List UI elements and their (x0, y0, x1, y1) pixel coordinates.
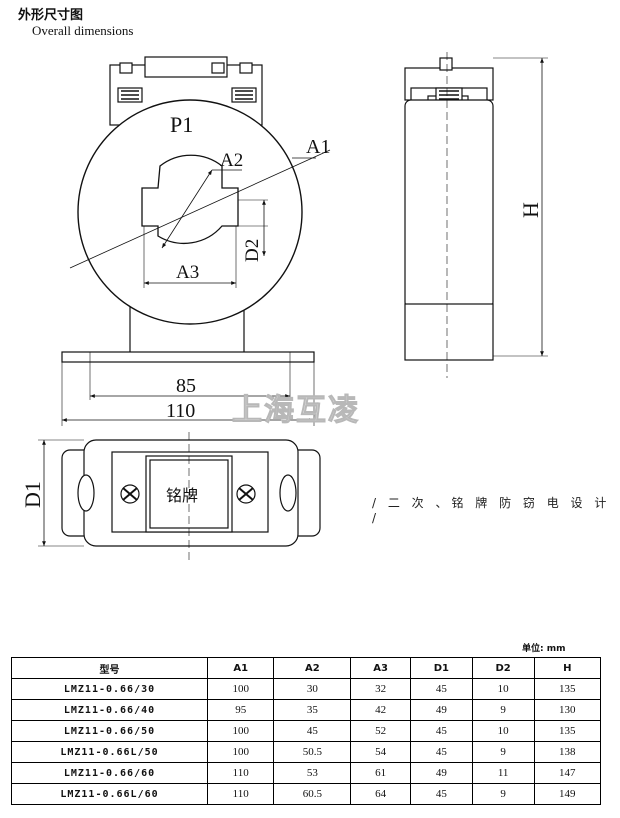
cell-d2: 10 (471, 720, 535, 742)
cell-a3: 42 (350, 699, 411, 721)
diagram-subtitle: Overall dimensions (32, 23, 134, 38)
table-row: LMZ11-0.66/30 100 30 32 45 10 135 (11, 678, 601, 700)
table-row: LMZ11-0.66L/50 100 50.5 54 45 9 138 (11, 741, 601, 763)
cell-model: LMZ11-0.66/60 (11, 762, 208, 784)
table-row: LMZ11-0.66/50 100 45 52 45 10 135 (11, 720, 601, 742)
label-p1: P1 (170, 112, 193, 137)
top-screw-right (236, 484, 256, 504)
mounting-plate (61, 351, 315, 363)
side-base (404, 303, 494, 361)
cell-h: 130 (533, 699, 601, 721)
header-d1: D1 (409, 657, 473, 679)
cell-h: 149 (533, 783, 601, 805)
cell-a1: 95 (206, 699, 275, 721)
cell-d2: 10 (471, 678, 535, 700)
cell-model: LMZ11-0.66/50 (11, 720, 208, 742)
cell-h: 135 (533, 678, 601, 700)
terminal-cover (144, 56, 228, 78)
dim-a2-line (161, 169, 213, 249)
diagram-title: 外形尺寸图 (18, 8, 84, 23)
spec-table: 型号 A1 A2 A3 D1 D2 H LMZ11-0.66/30 100 30… (11, 657, 601, 805)
table-row: LMZ11-0.66/40 95 35 42 49 9 130 (11, 699, 601, 721)
cell-d2: 9 (471, 783, 535, 805)
cell-a3: 61 (350, 762, 411, 784)
table-row: LMZ11-0.66L/60 110 60.5 64 45 9 149 (11, 783, 601, 805)
cell-a2: 35 (273, 699, 352, 721)
cell-h: 135 (533, 720, 601, 742)
cell-a1: 100 (206, 678, 275, 700)
cell-a2: 30 (273, 678, 352, 700)
side-body (404, 99, 494, 309)
cell-model: LMZ11-0.66L/60 (11, 783, 208, 805)
table-row: LMZ11-0.66/60 110 53 61 49 11 147 (11, 762, 601, 784)
cell-model: LMZ11-0.66/30 (11, 678, 208, 700)
cell-h: 138 (533, 741, 601, 763)
cell-d1: 45 (409, 720, 473, 742)
cell-d2: 9 (471, 741, 535, 763)
label-h: H (518, 202, 543, 218)
label-a1: A1 (306, 136, 330, 158)
label-width-110: 110 (166, 400, 195, 422)
cell-model: LMZ11-0.66L/50 (11, 741, 208, 763)
top-view (38, 432, 321, 564)
top-screw-left (120, 484, 140, 504)
cell-a1: 110 (206, 762, 275, 784)
label-nameplate: 铭牌 (166, 486, 198, 505)
watermark: 上海互凌 (232, 393, 360, 428)
label-width-85: 85 (176, 375, 196, 397)
cell-d1: 49 (409, 699, 473, 721)
header-a2: A2 (273, 657, 352, 679)
cell-a2: 53 (273, 762, 352, 784)
header-model: 型号 (11, 657, 208, 679)
side-view (404, 52, 548, 378)
cell-a3: 54 (350, 741, 411, 763)
cell-a3: 52 (350, 720, 411, 742)
cell-a3: 64 (350, 783, 411, 805)
cell-d2: 11 (471, 762, 535, 784)
header-d2: D2 (471, 657, 535, 679)
cell-a2: 60.5 (273, 783, 352, 805)
technical-drawing: P1 A1 A2 A3 D2 85 110 上海互凌 H (20, 52, 548, 564)
cell-d1: 49 (409, 762, 473, 784)
header-h: H (533, 657, 601, 679)
cell-a2: 45 (273, 720, 352, 742)
terminal-screw-right (231, 87, 257, 103)
cell-h: 147 (533, 762, 601, 784)
cell-d1: 45 (409, 678, 473, 700)
label-a2: A2 (220, 150, 243, 171)
front-view (61, 56, 331, 426)
cell-model: LMZ11-0.66/40 (11, 699, 208, 721)
mount-slot-left (77, 474, 95, 512)
label-d1: D1 (20, 481, 45, 508)
label-a3: A3 (176, 262, 199, 283)
cell-a2: 50.5 (273, 741, 352, 763)
terminal-screw-left (117, 87, 143, 103)
cell-a1: 100 (206, 741, 275, 763)
unit-label: 单位: mm (522, 644, 566, 654)
mount-slot-right (279, 474, 297, 512)
table-header-row: 型号 A1 A2 A3 D1 D2 H (11, 657, 601, 679)
cell-a1: 110 (206, 783, 275, 805)
cell-d2: 9 (471, 699, 535, 721)
header-a3: A3 (350, 657, 411, 679)
label-d2: D2 (242, 239, 263, 262)
anti-theft-note: / 二 次 、铭 牌 防 窃 电 设 计 / (372, 496, 611, 525)
cell-d1: 45 (409, 783, 473, 805)
cell-a3: 32 (350, 678, 411, 700)
header-a1: A1 (206, 657, 275, 679)
cell-d1: 45 (409, 741, 473, 763)
cell-a1: 100 (206, 720, 275, 742)
